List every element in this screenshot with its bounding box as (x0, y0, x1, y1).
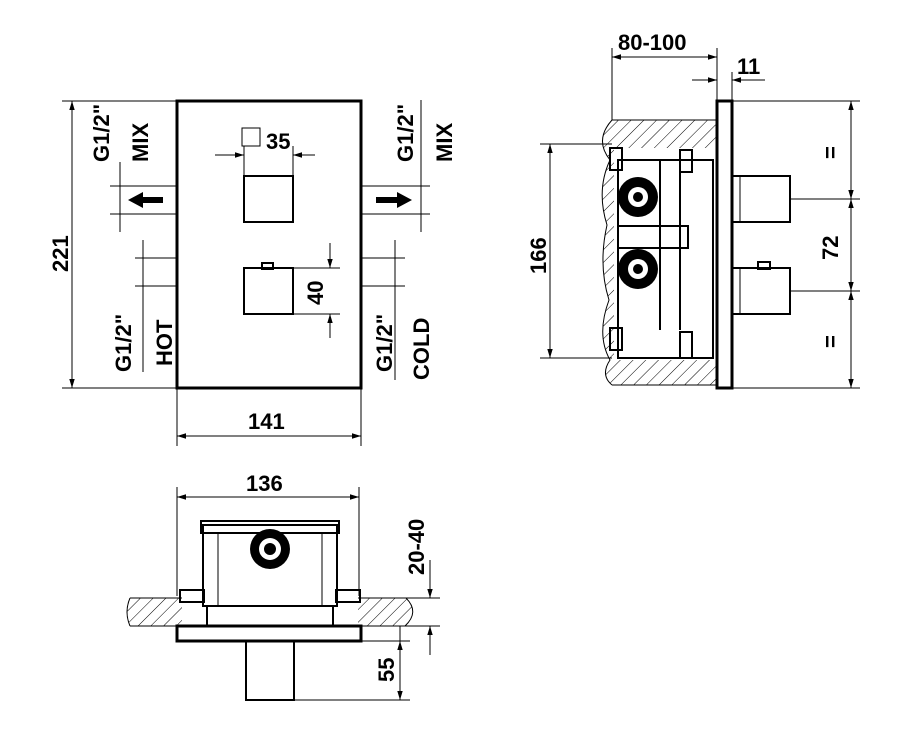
side-upper-handle (731, 175, 791, 223)
top-view: 136 20-40 55 (126, 471, 440, 701)
left-top-port-label: MIX (128, 123, 153, 162)
top-handle (245, 640, 295, 701)
body-top-bracket (609, 147, 623, 171)
dim-square-35: 35 (266, 129, 290, 154)
top-cover-plate (175, 624, 363, 643)
dim-width-136: 136 (246, 471, 283, 496)
lug-top (679, 149, 693, 173)
lower-handle (243, 267, 294, 315)
left-top-thread-label: G1/2" (89, 104, 114, 162)
dim-depth-80-100: 80-100 (618, 30, 687, 55)
left-bottom-thread-label: G1/2" (111, 314, 136, 372)
top-tab-left (179, 589, 205, 603)
dim-40: 40 (303, 281, 328, 305)
front-view: 35 40 221 141 G1/2" MIX G1/2" MIX (48, 99, 457, 446)
side-lower-handle-tab (757, 261, 771, 270)
dim-width-141: 141 (248, 409, 285, 434)
right-top-thread-label: G1/2" (393, 104, 418, 162)
cover-plate (175, 99, 363, 390)
lug-bottom (679, 331, 693, 359)
side-view: 80-100 11 166 = 72 = (526, 30, 860, 390)
arrow-right-icon (376, 192, 412, 208)
right-bottom-thread-label: G1/2" (372, 314, 397, 372)
lower-handle-tab (261, 262, 274, 270)
left-bottom-port-label: HOT (152, 319, 177, 366)
dim-equal-top: = (818, 146, 843, 159)
wall-top-hatch (127, 598, 413, 626)
top-tab-right (335, 589, 361, 603)
top-body-lower (206, 605, 334, 627)
dim-plate-11: 11 (737, 54, 760, 79)
dim-height-221: 221 (48, 235, 73, 272)
dim-equal-bottom: = (818, 335, 843, 348)
right-bottom-port-label: COLD (409, 318, 434, 380)
side-cover-plate (715, 99, 734, 390)
mid-block (617, 225, 689, 249)
right-top-port-label: MIX (432, 123, 457, 162)
body-bottom-bracket (609, 327, 623, 351)
dim-protrusion-55: 55 (374, 658, 399, 682)
body-frame (617, 159, 714, 359)
dim-height-166: 166 (526, 237, 551, 274)
dim-center-72: 72 (818, 236, 843, 260)
upper-handle (243, 175, 294, 223)
side-lower-handle (731, 267, 791, 315)
square-symbol-icon (241, 127, 261, 147)
arrow-left-icon (128, 192, 163, 208)
dim-range-20-40: 20-40 (404, 519, 429, 575)
